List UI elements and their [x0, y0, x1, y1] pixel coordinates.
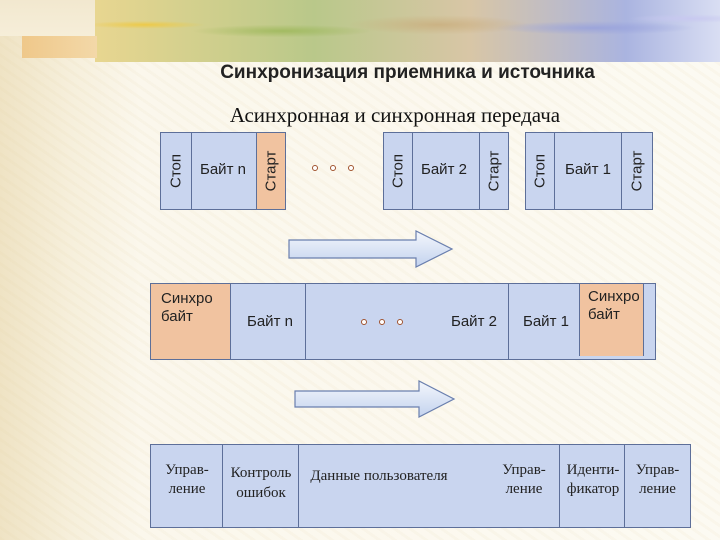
dot	[397, 319, 403, 325]
banner-left	[0, 0, 95, 36]
sync-byte-n: Байт n	[231, 284, 306, 359]
banner-strip	[22, 36, 97, 58]
sync-byte-1-label: Байт 1	[523, 313, 569, 330]
sync-byte-1: Байт 1	[509, 284, 579, 359]
frame-identifier: Иденти- фикатор	[559, 445, 625, 527]
async-stop-n: Стоп	[160, 132, 192, 210]
async-byte-n: Байт n	[191, 132, 257, 210]
start-label: Старт	[485, 150, 503, 192]
frame-control-left: Управ- ление	[151, 445, 223, 527]
async-start-2: Старт	[479, 132, 509, 210]
async-stop-1: Стоп	[525, 132, 555, 210]
sync-byte-2-label: Байт 2	[451, 313, 497, 330]
sync-byte-left: Синхро байт	[151, 284, 231, 359]
dot	[348, 165, 354, 171]
right-arrow-icon	[288, 230, 454, 268]
async-start-n: Старт	[256, 132, 286, 210]
frame-error-control-label: Контроль ошибок	[230, 465, 292, 501]
frame-error-control: Контроль ошибок	[223, 445, 299, 527]
dot	[312, 165, 318, 171]
start-label: Старт	[262, 150, 280, 192]
sync-byte-right: Синхро байт	[579, 284, 644, 356]
start-label: Старт	[628, 150, 646, 192]
async-byte-2: Байт 2	[412, 132, 480, 210]
async-stop-2: Стоп	[383, 132, 413, 210]
sync-byte-left-label: Синхро байт	[161, 290, 213, 325]
stop-label: Стоп	[167, 154, 185, 188]
frame-control-right: Управ- ление	[625, 445, 690, 527]
async-ellipsis	[312, 165, 354, 171]
async-byte-1: Байт 1	[554, 132, 622, 210]
dot	[361, 319, 367, 325]
frame-identifier-label: Иденти- фикатор	[566, 462, 620, 497]
sync-ellipsis	[361, 319, 403, 325]
dot	[379, 319, 385, 325]
stop-label: Стоп	[389, 154, 407, 188]
frame-user-data: Данные пользователя	[299, 445, 489, 527]
right-arrow-icon	[294, 380, 456, 418]
frame-user-data-label: Данные пользователя	[310, 468, 448, 484]
frame-control-mid-label: Управ- ление	[502, 462, 546, 497]
sync-middle: Байт 2	[306, 284, 509, 359]
async-start-1: Старт	[621, 132, 653, 210]
slide-subtitle: Асинхронная и синхронная передача	[229, 103, 561, 127]
decorative-banner	[95, 0, 720, 62]
slide-title: Синхронизация приемника и источника	[220, 62, 595, 83]
sync-byte-right-label: Синхро байт	[588, 288, 640, 323]
frame-control-left-label: Управ- ление	[165, 462, 209, 497]
byte-n-label: Байт n	[200, 161, 246, 178]
byte-1-label: Байт 1	[565, 161, 611, 178]
frame-row: Управ- ление Контроль ошибок Данные поль…	[150, 444, 691, 528]
sync-byte-n-label: Байт n	[247, 313, 293, 330]
frame-control-mid: Управ- ление	[489, 445, 559, 527]
sync-row: Синхро байт Байт n Байт 2 Байт 1 Синхро …	[150, 283, 656, 360]
byte-2-label: Байт 2	[421, 161, 467, 178]
frame-control-right-label: Управ- ление	[635, 462, 680, 497]
dot	[330, 165, 336, 171]
stop-label: Стоп	[531, 154, 549, 188]
